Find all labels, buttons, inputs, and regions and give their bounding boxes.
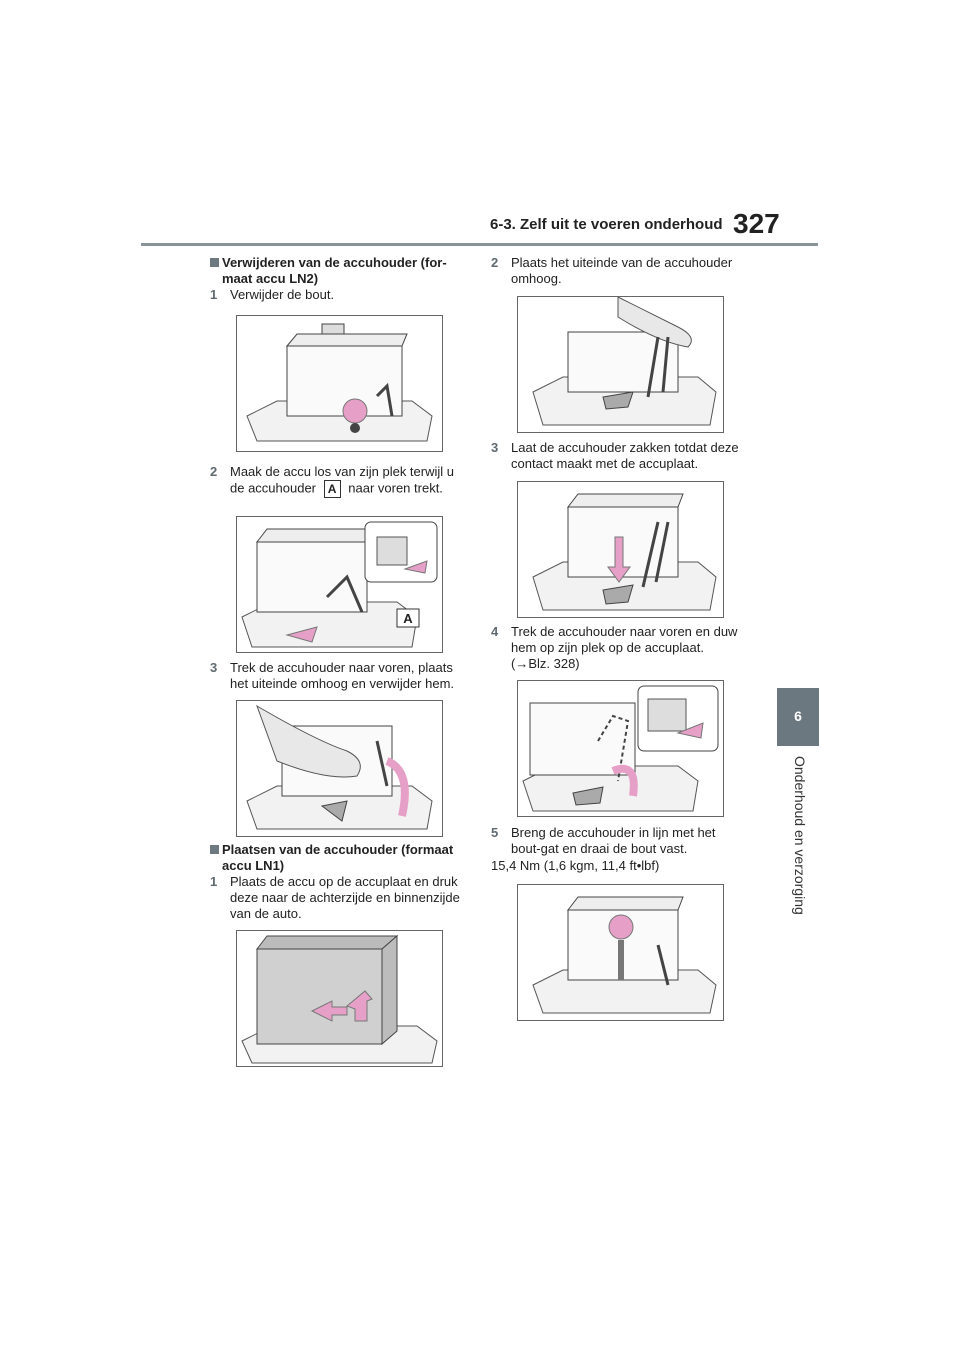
battery-illustration-icon [246, 323, 433, 442]
section-heading-install: Plaatsen van de accuhouder (formaat accu… [210, 842, 462, 874]
left-step-2: 2 Maak de accu los van zijn plek terwijl… [210, 464, 454, 498]
right-step-4: 4 Trek de accuhouder naar voren en duw h… [491, 624, 738, 671]
chapter-number: 6 [794, 708, 802, 724]
right-step-2: 2 Plaats het uiteinde van de accuhouder … [491, 255, 733, 286]
step-1-remove: 1 Verwijder de bout. [210, 287, 335, 302]
battery-push-illustration-icon [241, 934, 438, 1064]
right-step-3: 3 Laat de accuhouder zakken totdat deze … [491, 440, 739, 471]
figure-push-holder [517, 680, 724, 817]
callout-label-a: A [323, 480, 341, 498]
torque-spec-block: 15,4 Nm (1,6 kgm, 11,4 ft•lbf) [491, 858, 743, 874]
figure-raise-end [517, 296, 724, 433]
section-title: 6-3. Zelf uit te voeren onderhoud [490, 216, 723, 233]
left-column: Verwijderen van de accuhouder (for-maat … [210, 255, 462, 303]
chapter-title: Onderhoud en verzorging [792, 756, 808, 915]
square-bullet-icon [210, 258, 219, 267]
push-holder-illustration-icon [522, 685, 719, 812]
tighten-bolt-illustration-icon [532, 896, 717, 1014]
hand-raise-illustration-icon [532, 297, 717, 426]
left-step-3: 3 Trek de accuhouder naar voren, plaats … [210, 660, 455, 691]
left-section-2: Plaatsen van de accuhouder (formaat accu… [210, 842, 462, 922]
figure-tighten-bolt [517, 884, 724, 1021]
section-heading-remove: Verwijderen van de accuhouder (for-maat … [210, 255, 462, 287]
figure-pull-holder: A [236, 516, 443, 653]
figure-place-battery [236, 930, 443, 1067]
figure-remove-bolt [236, 315, 443, 452]
callout-label-a: A [403, 611, 413, 626]
hand-lifting-illustration-icon [246, 704, 433, 830]
header-divider [141, 243, 818, 246]
torque-spec: 15,4 Nm (1,6 kgm, 11,4 ft•lbf) [491, 858, 660, 873]
lower-holder-illustration-icon [532, 493, 717, 611]
figure-lower-holder [517, 481, 724, 618]
square-bullet-icon [210, 845, 219, 854]
chapter-tab[interactable]: 6 [777, 688, 819, 746]
figure-lift-holder [236, 700, 443, 837]
battery-holder-illustration-icon: A [241, 521, 438, 648]
right-step-5: 5 Breng de accuhouder in lijn met het bo… [491, 825, 716, 856]
page-number: 327 [733, 208, 780, 239]
